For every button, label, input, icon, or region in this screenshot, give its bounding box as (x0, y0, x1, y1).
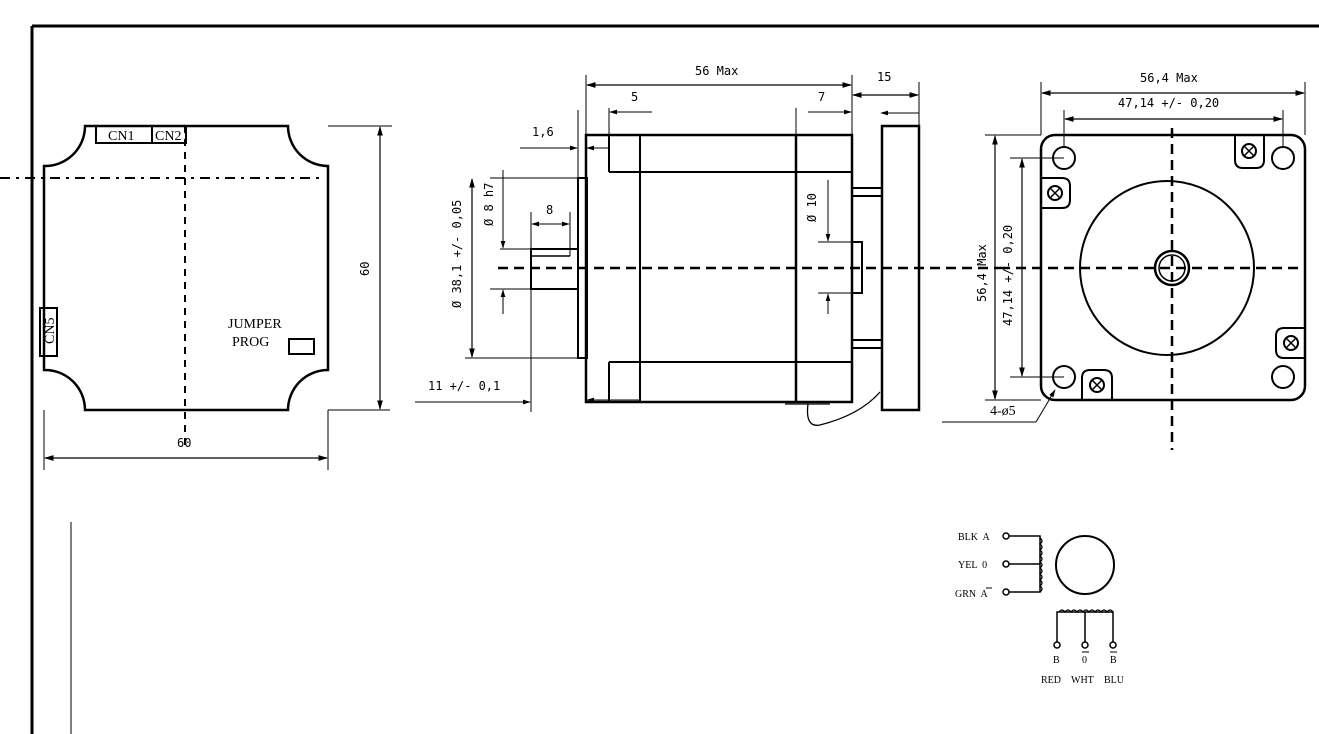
mount-hole (1271, 146, 1295, 170)
dim-5: 5 (631, 90, 638, 104)
color-wht: WHT (1071, 675, 1094, 686)
dim-7: 7 (818, 90, 825, 104)
dim-front-width: 56,4 Max (1140, 71, 1198, 85)
screw-icon (1089, 377, 1105, 393)
dim-shaft-len: 11 +/- 0,1 (428, 379, 500, 393)
motor-symbol (1055, 535, 1115, 595)
phase-b: B (1053, 655, 1060, 666)
dim-front-hole-v: 47,14 +/- 0,20 (1001, 225, 1015, 326)
cn2-connector (151, 125, 187, 144)
cn5-label: CN5 (43, 318, 58, 344)
screw-icon (1047, 185, 1063, 201)
jumper-label: JUMPER (228, 317, 282, 332)
drawing-frame (30, 24, 1319, 734)
dim-8: 8 (546, 203, 553, 217)
lead-blk: BLK A (958, 532, 990, 543)
dim-pilot-dia: Ø 38,1 +/- 0,05 (450, 200, 464, 308)
jumper-prog (288, 338, 315, 355)
dim-56-max: 56 Max (695, 64, 738, 78)
screw-icon (1283, 335, 1299, 351)
dim-height-60: 60 (358, 262, 372, 276)
cn1-label: CN1 (108, 129, 134, 144)
dim-front-height: 56,4 Max (975, 244, 989, 302)
cn5-connector (39, 307, 58, 357)
lead-grn: GRN A (955, 589, 989, 600)
phase-b-bar: B (1110, 655, 1117, 666)
prog-label: PROG (232, 335, 269, 350)
screw-icon (1241, 143, 1257, 159)
wiring-diagram (986, 532, 1117, 653)
dim-rear-shaft: Ø 10 (805, 193, 819, 222)
front-view (942, 82, 1307, 450)
phase-0: 0 (1082, 655, 1087, 666)
dim-front-hole-h: 47,14 +/- 0,20 (1118, 96, 1219, 110)
color-blu: BLU (1104, 675, 1125, 686)
dim-15: 15 (877, 70, 891, 84)
cn2-label: CN2 (155, 129, 181, 144)
holes-label: 4-ø5 (990, 404, 1016, 419)
driver-view (0, 124, 392, 470)
dim-width-60: 60 (177, 436, 191, 450)
side-view (415, 75, 1000, 426)
lead-yel: YEL 0 (958, 560, 987, 571)
color-red: RED (1041, 675, 1061, 686)
dim-shaft-dia: Ø 8 h7 (482, 183, 496, 226)
dim-1-6: 1,6 (532, 125, 554, 139)
mount-hole (1271, 365, 1295, 389)
